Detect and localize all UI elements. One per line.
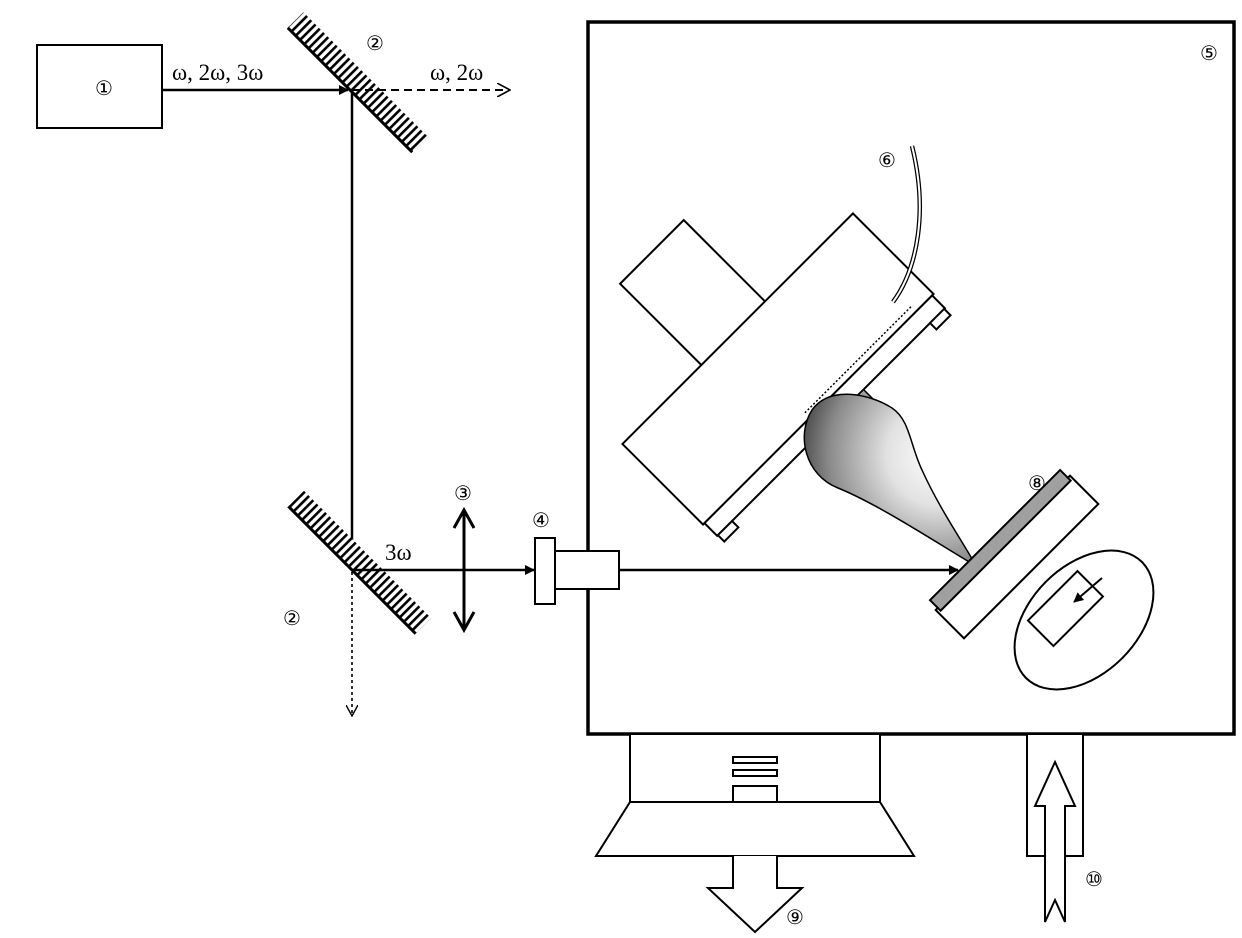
label-chamber: ⑤ [1200,43,1218,65]
label-pump-exhaust: ⑨ [786,907,804,929]
vacuum-pump: ⑨ [594,733,916,934]
label-gas-inlet: ⑩ [1085,869,1103,891]
label-lens: ③ [454,483,472,505]
label-mirror-top: ② [366,33,384,55]
label-heater-wire: ⑥ [878,150,896,172]
laser-source: ① [36,44,163,129]
ablation-plume [803,393,978,568]
label-laser: ① [95,78,113,100]
rotating-target: ⑧ [928,468,1155,691]
mirror-top: ② [286,12,428,154]
label-target: ⑧ [1028,473,1046,495]
label-mirror-bottom: ② [283,608,301,630]
uv-beam-label: 3ω [385,540,412,565]
vacuum-chamber: ⑤ [586,20,1236,736]
entrance-window: ④ [532,510,620,605]
focusing-lens: ③ [452,483,476,634]
input-beam-label: ω, 2ω, 3ω [172,60,263,85]
transmitted-beam-label: ω, 2ω [430,60,483,85]
label-window: ④ [532,510,550,532]
gas-inlet: ⑩ [1026,733,1103,923]
